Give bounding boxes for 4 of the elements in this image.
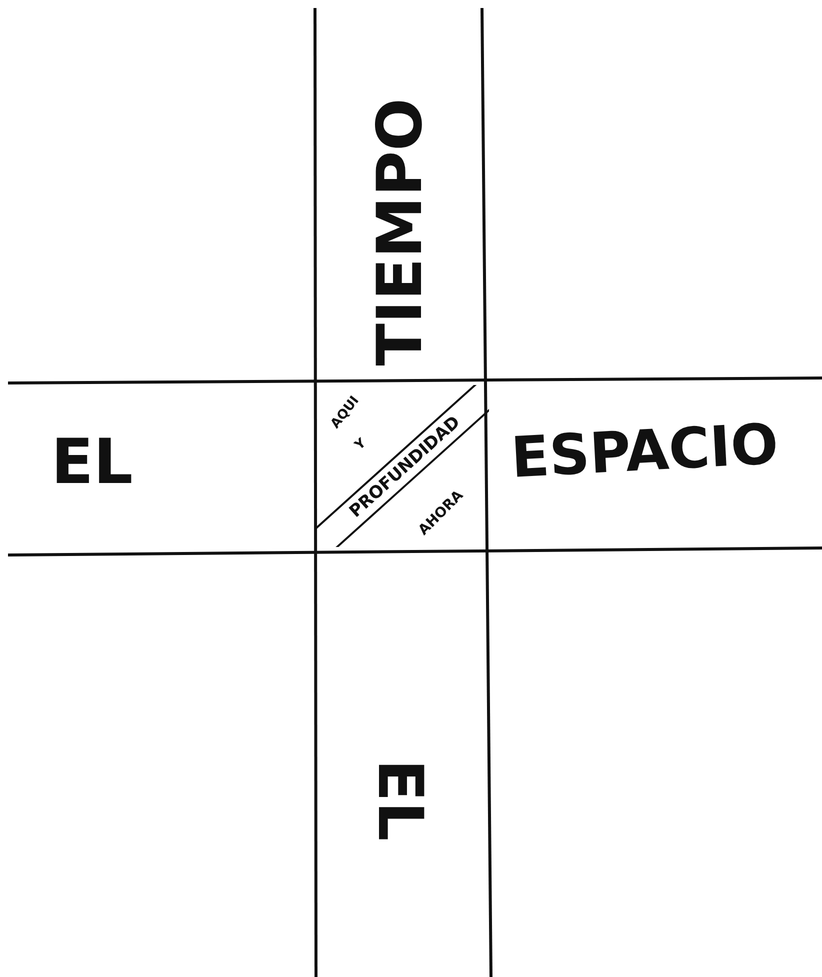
handwritten-word: TIEMPO bbox=[369, 98, 431, 366]
handwritten-word: EL bbox=[51, 431, 133, 493]
handwritten-word: ESPACIO bbox=[510, 417, 780, 487]
handwritten-word: EL bbox=[369, 759, 431, 841]
